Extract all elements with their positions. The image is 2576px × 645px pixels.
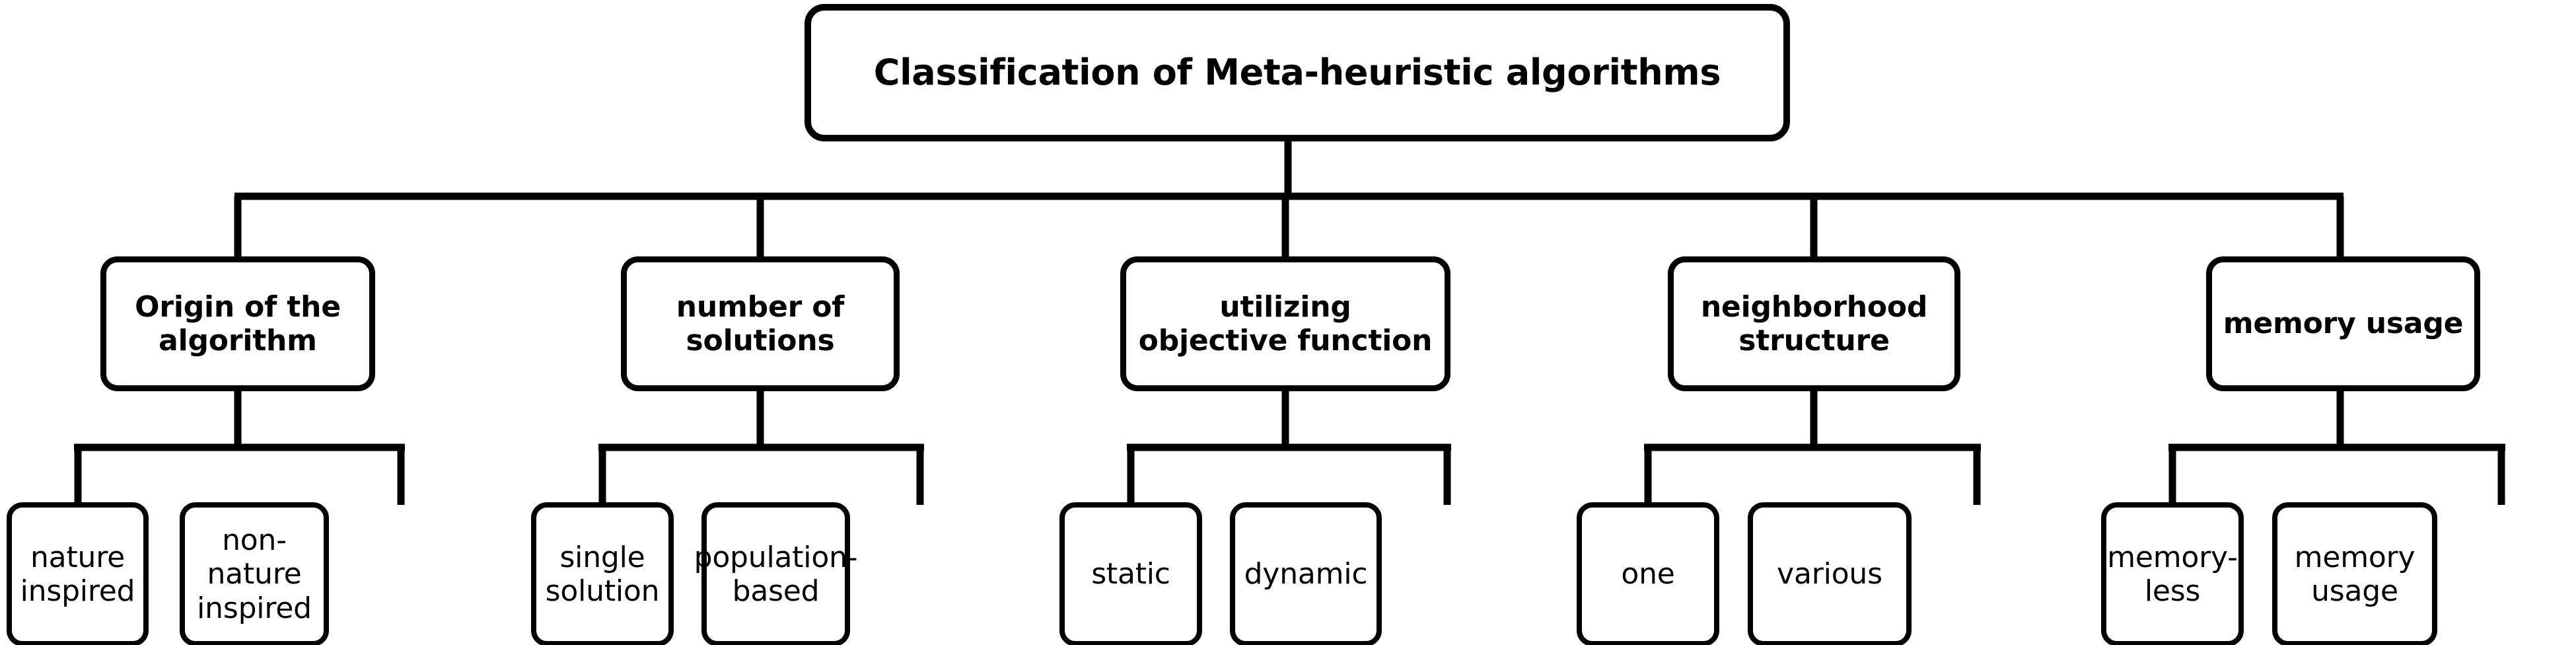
node-leaf-label: static bbox=[1091, 557, 1170, 591]
node-leaf-one[interactable]: one bbox=[1577, 502, 1719, 645]
node-leaf-memory-less[interactable]: memory- less bbox=[2101, 502, 2244, 645]
node-category-label: utilizing objective function bbox=[1138, 289, 1433, 358]
node-leaf-label: one bbox=[1621, 557, 1675, 591]
node-leaf-label: single solution bbox=[545, 540, 660, 608]
node-category-origin-of-the-algorithm[interactable]: Origin of the algorithm bbox=[100, 256, 375, 391]
node-root-label: Classification of Meta-heuristic algorit… bbox=[873, 51, 1721, 93]
node-leaf-population-based[interactable]: population- based bbox=[694, 502, 858, 645]
node-leaf-label: memory usage bbox=[2294, 540, 2415, 608]
node-root[interactable]: Classification of Meta-heuristic algorit… bbox=[805, 4, 1790, 141]
node-leaf-nature-inspired[interactable]: nature inspired bbox=[7, 502, 149, 645]
node-leaf-various[interactable]: various bbox=[1748, 502, 1912, 645]
node-leaf-label: non-nature inspired bbox=[197, 523, 312, 625]
node-leaf-label: memory- less bbox=[2107, 540, 2238, 608]
node-leaf-label: nature inspired bbox=[20, 540, 135, 608]
node-category-label: memory usage bbox=[2223, 307, 2464, 341]
node-leaf-label: dynamic bbox=[1244, 557, 1368, 591]
node-category-utilizing-objective-function[interactable]: utilizing objective function bbox=[1120, 256, 1450, 391]
node-leaf-label: various bbox=[1777, 557, 1882, 591]
node-leaf-label: population- based bbox=[694, 540, 858, 608]
node-leaf-memory-usage[interactable]: memory usage bbox=[2272, 502, 2437, 645]
node-category-number-of-solutions[interactable]: number of solutions bbox=[621, 256, 900, 391]
node-leaf-static[interactable]: static bbox=[1059, 502, 1202, 645]
node-category-label: neighborhood structure bbox=[1700, 289, 1928, 358]
node-leaf-dynamic[interactable]: dynamic bbox=[1230, 502, 1382, 645]
node-leaf-non-nature-inspired[interactable]: non-nature inspired bbox=[180, 502, 329, 645]
node-category-label: number of solutions bbox=[676, 289, 845, 358]
node-category-neighborhood-structure[interactable]: neighborhood structure bbox=[1668, 256, 1960, 391]
node-leaf-single-solution[interactable]: single solution bbox=[531, 502, 674, 645]
node-category-label: Origin of the algorithm bbox=[135, 289, 341, 358]
node-category-memory-usage[interactable]: memory usage bbox=[2206, 256, 2480, 391]
